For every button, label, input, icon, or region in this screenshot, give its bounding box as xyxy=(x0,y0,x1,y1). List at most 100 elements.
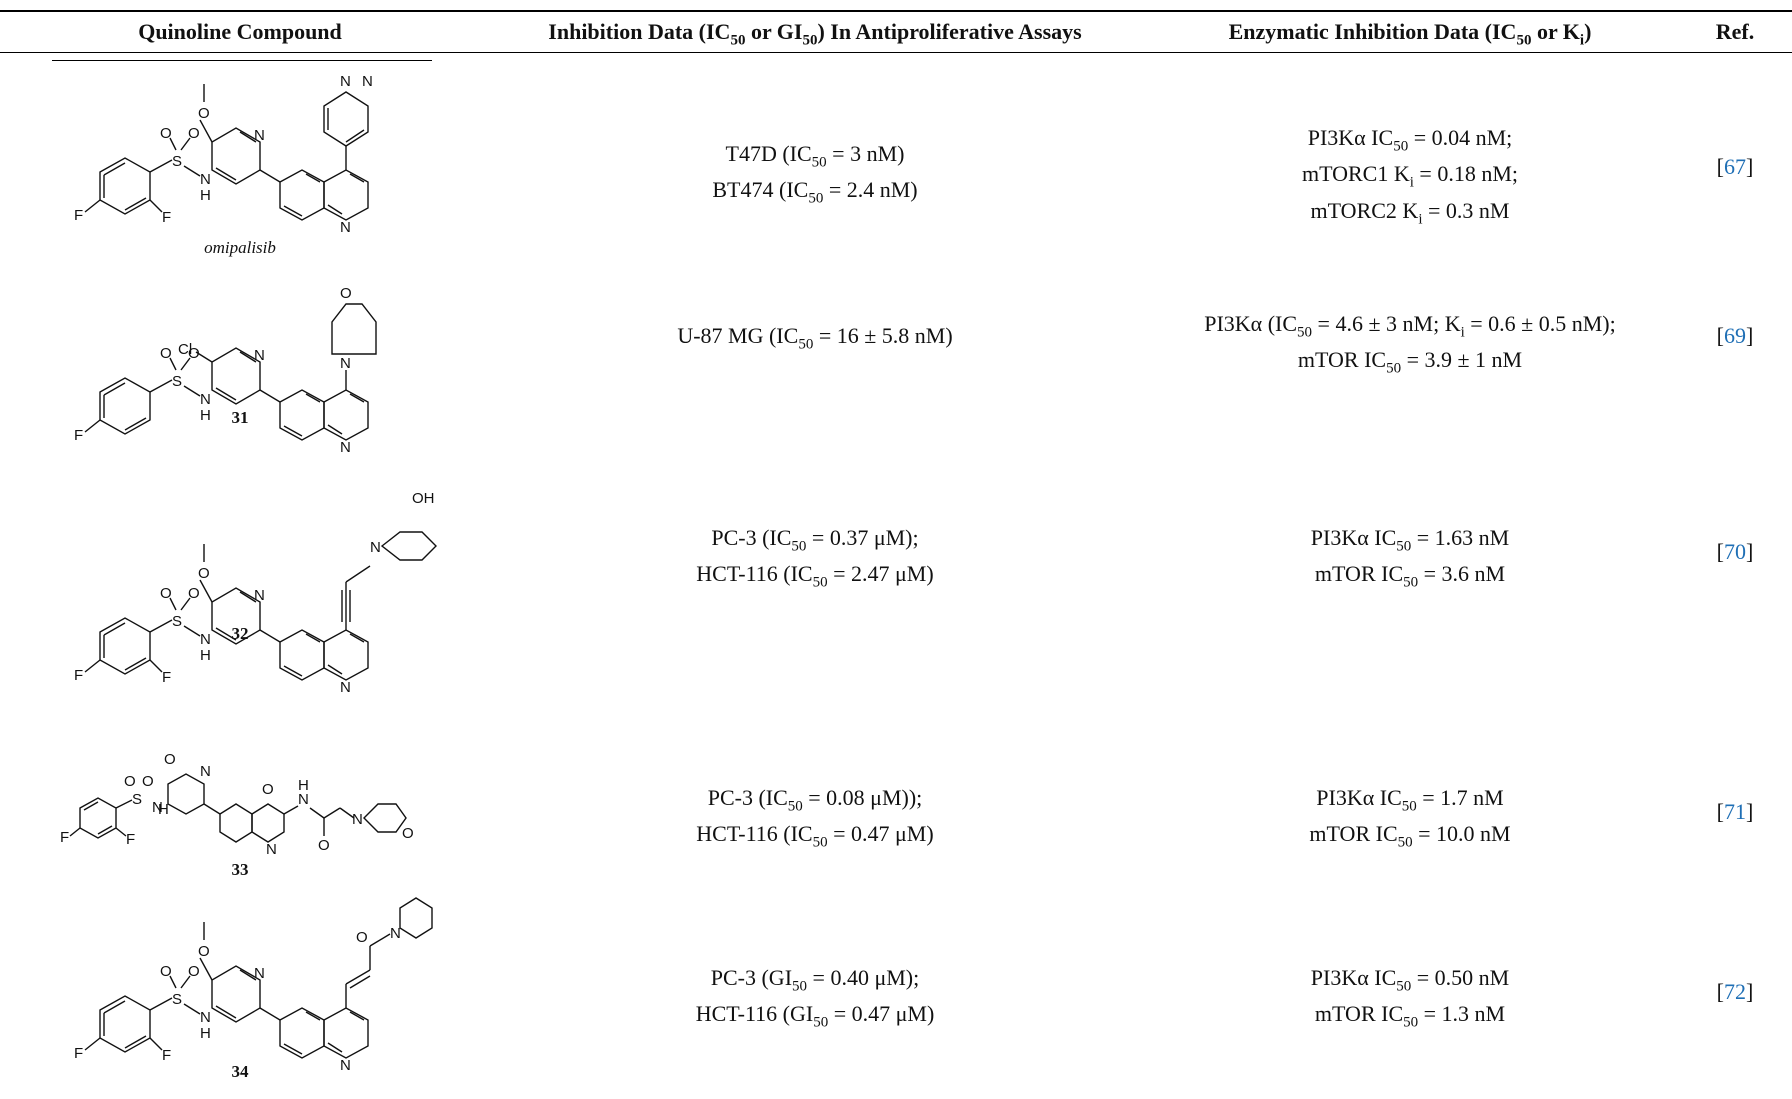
header-compound-text: Quinoline Compound xyxy=(138,19,342,44)
enz-line: PI3Kα IC50 = 0.04 nM; xyxy=(1307,125,1513,155)
ref-link[interactable]: 70 xyxy=(1724,539,1746,564)
compound-label: 33 xyxy=(231,860,249,879)
compound-label: 32 xyxy=(231,624,249,643)
atom-o-1: O xyxy=(160,585,172,602)
atom-oh-label: OH xyxy=(412,490,435,507)
atom-o-6: O xyxy=(402,825,414,842)
hdr-anti-mid: or GI xyxy=(745,19,803,44)
atom-n-4: N xyxy=(298,791,309,808)
atom-n-3: N xyxy=(266,841,277,858)
atom-f-1: F xyxy=(60,829,69,846)
header-sub-rule xyxy=(52,60,432,61)
hdr-anti-sub2: 50 xyxy=(802,32,818,49)
structure-33: F F S O O N H N O N O N H xyxy=(40,742,440,872)
atom-f-1: F xyxy=(74,207,83,224)
atom-h-2: H xyxy=(298,777,309,794)
atom-o-1: O xyxy=(160,963,172,980)
enz-line: PI3Kα IC50 = 1.7 nM xyxy=(1316,785,1504,815)
atom-f: F xyxy=(74,427,83,444)
atom-n-1: N xyxy=(200,171,211,188)
atom-h-1: H xyxy=(200,187,211,204)
atom-o-1: O xyxy=(160,345,172,362)
atom-o-2: O xyxy=(188,345,200,362)
enz-line: mTOR IC50 = 1.3 nM xyxy=(1314,1001,1506,1031)
ref-link[interactable]: 69 xyxy=(1724,323,1746,348)
compound-label: omipalisib xyxy=(204,238,276,257)
ref-link[interactable]: 67 xyxy=(1724,154,1746,179)
hdr-enz-post: ) xyxy=(1584,19,1592,44)
atom-h: H xyxy=(200,407,211,424)
ref-cell: [70] xyxy=(1716,539,1754,564)
antiproliferative-cell: U-87 MG (IC50 = 16 ± 5.8 nM) xyxy=(490,322,1140,358)
atom-n-1: N xyxy=(200,391,211,408)
header-compound: Quinoline Compound xyxy=(40,14,440,50)
anti-line: U-87 MG (IC50 = 16 ± 5.8 nM) xyxy=(677,323,953,353)
enzymatic-cell: PI3Kα IC50 = 0.50 nM mTOR IC50 = 1.3 nM xyxy=(1150,964,1670,1037)
atom-o-3: O xyxy=(340,285,352,302)
header-enzymatic: Enzymatic Inhibition Data (IC50 or Ki) xyxy=(1150,14,1670,50)
antiproliferative-cell: PC-3 (GI50 = 0.40 μM); HCT-116 (GI50 = 0… xyxy=(490,964,1140,1037)
atom-n-5: N xyxy=(352,811,363,828)
hdr-enz-pre: Enzymatic Inhibition Data (IC xyxy=(1228,19,1517,44)
atom-n-2: N xyxy=(254,347,265,364)
atom-n-4: N xyxy=(340,355,351,372)
ref-cell: [69] xyxy=(1716,323,1754,348)
table-row: F F S O O N H N O xyxy=(0,62,1792,272)
enz-line: PI3Kα (IC50 = 4.6 ± 3 nM; Ki = 0.6 ± 0.5… xyxy=(1204,311,1616,341)
ref-link[interactable]: 72 xyxy=(1724,979,1746,1004)
enz-line: mTORC1 Ki = 0.18 nM; xyxy=(1301,161,1519,191)
structure-31: F S O O N H N Cl xyxy=(40,282,440,472)
enzymatic-cell: PI3Kα (IC50 = 4.6 ± 3 nM; Ki = 0.6 ± 0.5… xyxy=(1150,310,1670,383)
hdr-enz-mid: or K xyxy=(1531,19,1580,44)
atom-n-2: N xyxy=(254,127,265,144)
molecule-drawing: F F S O O N H N O N O N H xyxy=(60,751,414,858)
ref-link[interactable]: 71 xyxy=(1724,799,1746,824)
anti-line: BT474 (IC50 = 2.4 nM) xyxy=(712,177,918,207)
anti-line: PC-3 (GI50 = 0.40 μM); xyxy=(710,965,920,995)
atom-o-1: O xyxy=(124,773,136,790)
top-rule xyxy=(0,10,1792,12)
atom-o-2: O xyxy=(142,773,154,790)
ref-cell: [71] xyxy=(1716,799,1754,824)
enz-line: mTOR IC50 = 10.0 nM xyxy=(1309,821,1511,851)
structure-omipalisib: F F S O O N H N O xyxy=(40,62,440,262)
atom-s: S xyxy=(172,613,182,630)
anti-line: PC-3 (IC50 = 0.37 μM); xyxy=(711,525,919,555)
hdr-anti-sub1: 50 xyxy=(730,32,746,49)
atom-s: S xyxy=(132,791,142,808)
molecule-drawing: F S O O N H N Cl xyxy=(74,285,377,456)
ref-cell: [72] xyxy=(1716,979,1754,1004)
hdr-enz-sub1: 50 xyxy=(1516,32,1532,49)
atom-o-2: O xyxy=(188,585,200,602)
atom-o-4: O xyxy=(262,781,274,798)
atom-o-5: O xyxy=(318,837,330,854)
hdr-anti-post: ) In Antiproliferative Assays xyxy=(817,19,1082,44)
atom-o-3: O xyxy=(164,751,176,768)
table-row: F F S O O N H N O N O N H xyxy=(0,742,1792,892)
hdr-enz-sub2: i xyxy=(1579,32,1585,49)
enzymatic-cell: PI3Kα IC50 = 1.7 nM mTOR IC50 = 10.0 nM xyxy=(1150,784,1670,857)
antiproliferative-cell: PC-3 (IC50 = 0.37 μM); HCT-116 (IC50 = 2… xyxy=(490,524,1140,597)
enz-line: mTORC2 Ki = 0.3 nM xyxy=(1310,197,1510,228)
anti-line: HCT-116 (GI50 = 0.47 μM) xyxy=(695,1001,935,1031)
atom-s: S xyxy=(172,373,182,390)
atom-o-1: O xyxy=(160,125,172,142)
header-ref-text: Ref. xyxy=(1715,19,1755,44)
table-row: F S O O N H N Cl xyxy=(0,282,1792,492)
atom-n-1: N xyxy=(200,1009,211,1026)
molecule-drawing: F F S O O N H N O xyxy=(74,73,373,236)
atom-f-2: F xyxy=(126,831,135,848)
atom-h: H xyxy=(200,647,211,664)
atom-o-3: O xyxy=(198,565,210,582)
enz-line: mTOR IC50 = 3.6 nM xyxy=(1314,561,1506,591)
hdr-anti-pre: Inhibition Data (IC xyxy=(548,19,731,44)
atom-s: S xyxy=(172,991,182,1008)
atom-o-3: O xyxy=(198,105,210,122)
atom-s: S xyxy=(172,153,182,170)
atom-n-5: N xyxy=(362,73,373,90)
atom-n-3: N xyxy=(340,439,351,456)
compound-label: 31 xyxy=(231,408,249,427)
table-row: F F S O O N H N O xyxy=(0,892,1792,1099)
structure-32: F F S O O N H N O xyxy=(40,490,440,722)
